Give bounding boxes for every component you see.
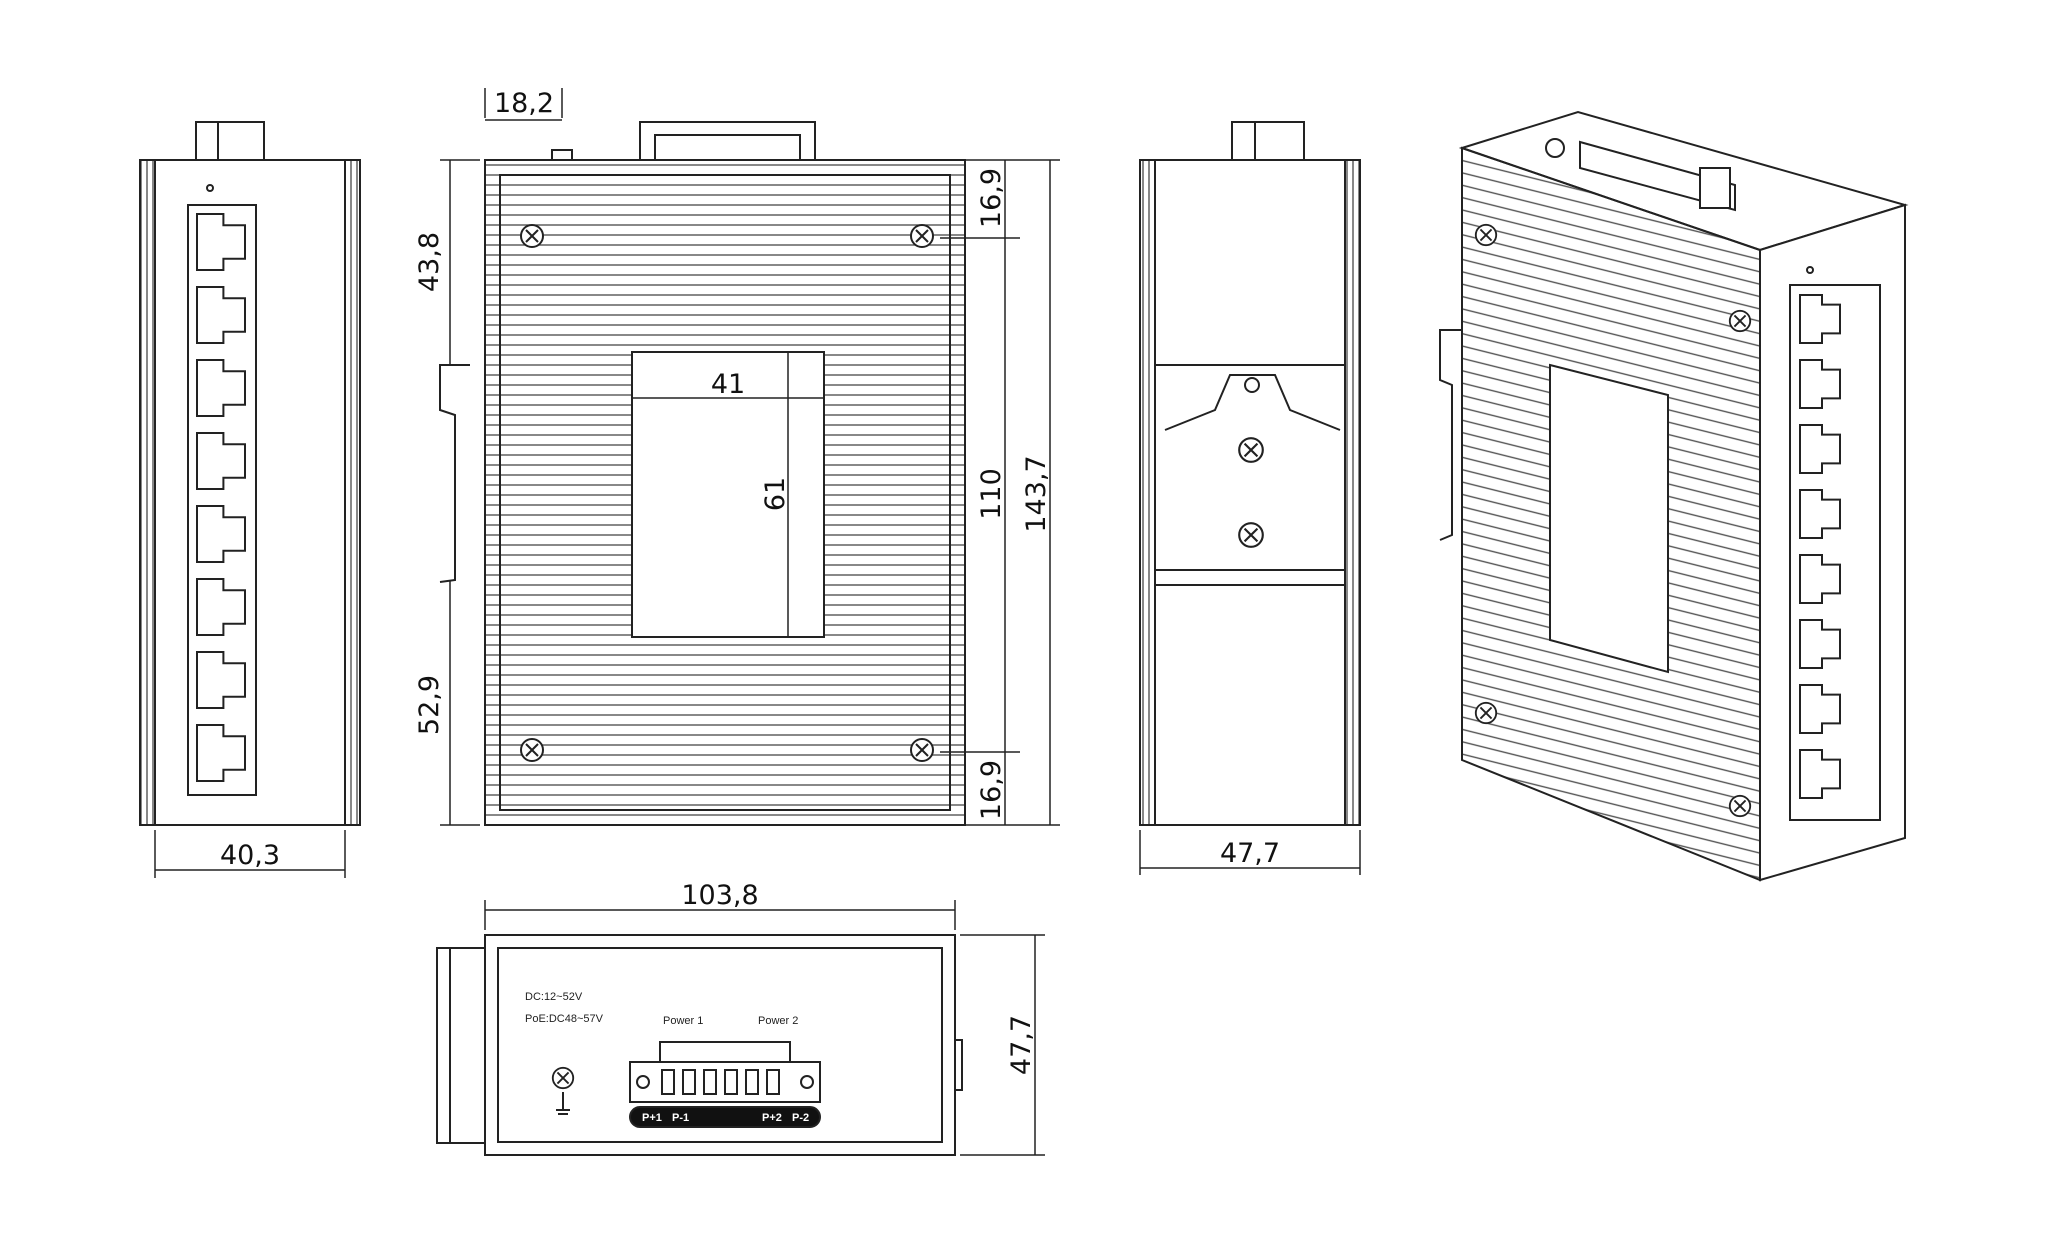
rj45-port-icon [1799, 424, 1841, 474]
dim-lower-height-label: 52,9 [414, 675, 445, 735]
front-din-clip [195, 121, 265, 161]
side-connector [639, 121, 816, 161]
side-ground-post [551, 149, 573, 161]
terminal-slot [766, 1069, 780, 1095]
terminal-slot [703, 1069, 717, 1095]
front-led [206, 184, 214, 192]
p1-pos-label: P+1 [642, 1112, 662, 1124]
front-view [139, 121, 361, 826]
rj45-port-icon [196, 651, 246, 709]
dim-side-depth [1139, 830, 1361, 875]
dim-total-height-label: 143,7 [1021, 455, 1052, 532]
rear-din-clip [1231, 121, 1305, 161]
power2-label: Power 2 [758, 1015, 798, 1027]
rear-view [1139, 121, 1361, 826]
screw-icon [910, 738, 934, 762]
dim-front-width [154, 830, 346, 878]
ground-screw-icon [551, 1066, 575, 1090]
front-right-fins [344, 159, 361, 826]
rj45-port-icon [196, 505, 246, 563]
rear-din-bracket [1164, 374, 1341, 431]
screw-icon [1474, 223, 1498, 247]
rj45-port-icon [196, 724, 246, 782]
iso-ports [1799, 294, 1841, 799]
screw-icon [1238, 437, 1264, 463]
iso-label-area [1549, 363, 1669, 674]
dim-bottom-lines [484, 900, 1045, 1156]
dim-upper-height-label: 43,8 [414, 232, 445, 292]
side-label-area [631, 351, 825, 638]
p1-neg-label: P-1 [672, 1112, 689, 1124]
rj45-port-icon [196, 432, 246, 490]
dim-bottom-width-label: 103,8 [681, 880, 758, 911]
iso-terminal-block [1579, 140, 1736, 212]
iso-port-panel [1789, 284, 1881, 821]
rj45-port-icon [196, 213, 246, 271]
screw-icon [1728, 794, 1752, 818]
front-ports [196, 213, 246, 782]
rj45-port-icon [196, 359, 246, 417]
rj45-port-icon [1799, 749, 1841, 799]
dc-voltage-label: DC:12~52V [525, 991, 583, 1003]
terminal-slot [682, 1069, 696, 1095]
rj45-port-icon [1799, 294, 1841, 344]
rj45-port-icon [1799, 554, 1841, 604]
side-dimension-lines [440, 88, 1060, 826]
front-left-fins [139, 159, 156, 826]
dim-screw-spacing-label: 110 [976, 468, 1007, 520]
screw-icon [1474, 701, 1498, 725]
terminal-slots [661, 1069, 780, 1095]
rj45-port-icon [1799, 359, 1841, 409]
dim-label-width-label: 41 [711, 369, 745, 400]
power1-label: Power 1 [663, 1015, 703, 1027]
bottom-view [436, 934, 963, 1156]
dim-side-depth-label: 47,7 [1220, 838, 1280, 869]
screw-icon [910, 224, 934, 248]
p2-pos-label: P+2 [762, 1112, 782, 1124]
screw-icon [520, 738, 544, 762]
front-housing [154, 159, 346, 826]
terminal-slot [661, 1069, 675, 1095]
poe-voltage-label: PoE:DC48~57V [525, 1013, 604, 1025]
dim-top-offset-label: 18,2 [494, 88, 554, 119]
rj45-port-icon [1799, 619, 1841, 669]
side-view [439, 121, 966, 826]
screw-icon [1238, 522, 1264, 548]
screw-icon [1728, 309, 1752, 333]
rj45-port-icon [196, 578, 246, 636]
dim-front-width-label: 40,3 [220, 840, 280, 871]
dim-label-height-label: 61 [760, 477, 791, 511]
terminal-slot [724, 1069, 738, 1095]
terminal-legend-bar [629, 1106, 821, 1128]
p2-neg-label: P-2 [792, 1112, 809, 1124]
screw-icon [520, 224, 544, 248]
dim-bottom-depth-label: 47,7 [1006, 1015, 1037, 1075]
iso-front-face [1759, 203, 1906, 882]
dim-screw-bottom-label: 16,9 [976, 760, 1007, 820]
iso-din-clip [1439, 329, 1462, 541]
rear-housing [1139, 159, 1361, 826]
rj45-port-icon [196, 286, 246, 344]
bottom-din-clip [436, 947, 486, 1144]
rj45-port-icon [1799, 684, 1841, 734]
dim-screw-top-label: 16,9 [976, 168, 1007, 228]
isometric-view [1439, 110, 1909, 882]
front-port-panel [187, 204, 257, 796]
terminal-slot [745, 1069, 759, 1095]
rj45-port-icon [1799, 489, 1841, 539]
side-din-rail-clip [439, 364, 470, 583]
